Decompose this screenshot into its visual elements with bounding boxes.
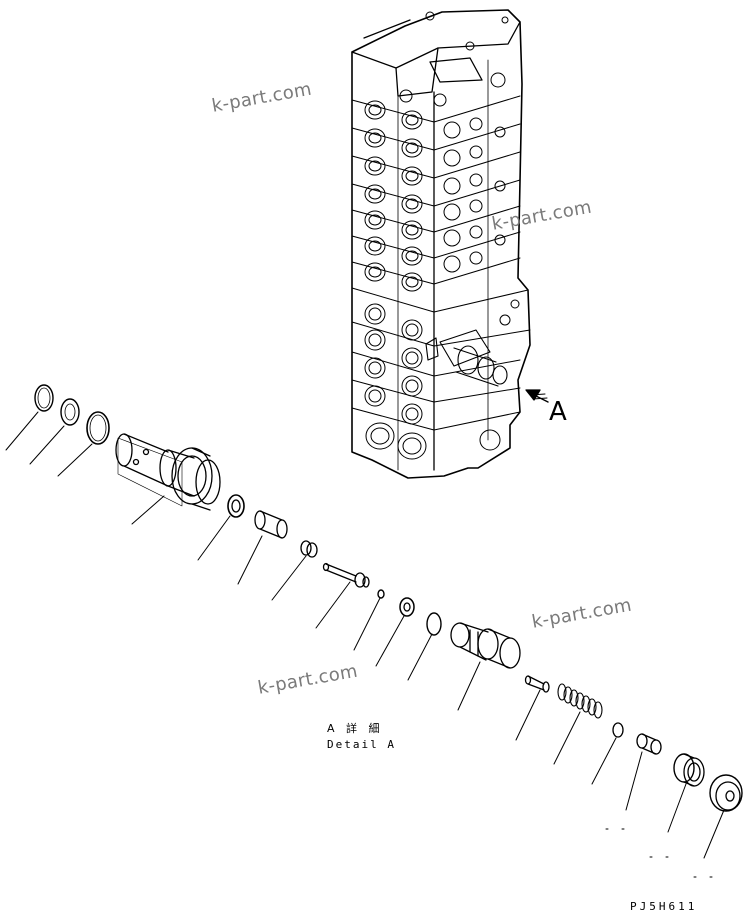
part-valve-sleeve <box>115 433 221 511</box>
part-piston <box>524 675 550 693</box>
part-adjusting-screw <box>636 733 662 755</box>
drawing-number: PJ5H611 <box>630 900 698 913</box>
leader-lines <box>5 411 725 859</box>
part-spring <box>557 683 603 719</box>
center-face-ports <box>397 110 427 460</box>
view-arrow-label: A <box>549 397 567 427</box>
part-poppet-pin <box>322 562 370 588</box>
part-o-ring-small <box>34 384 54 412</box>
part-ball <box>612 722 624 738</box>
spool-assembly-installed <box>425 329 508 387</box>
part-backup-ring <box>60 398 80 426</box>
part-washer-small <box>300 540 318 558</box>
part-cap-nut <box>709 774 743 812</box>
detail-caption-japanese: A 詳 細 <box>327 722 384 735</box>
view-arrow <box>525 389 549 403</box>
part-o-ring-mid <box>426 612 442 636</box>
bottom-marks <box>605 828 713 878</box>
part-washer <box>399 597 415 617</box>
left-face-ports <box>364 100 395 450</box>
detail-caption-english: Detail A <box>327 738 396 751</box>
valve-stack-body <box>351 9 531 479</box>
right-face-ports <box>399 11 520 451</box>
part-seat-small <box>377 589 385 599</box>
part-o-ring-large <box>86 411 110 445</box>
part-housing-plug <box>450 622 521 669</box>
part-small-sleeve <box>254 510 288 539</box>
part-lock-nut <box>673 753 705 787</box>
part-seal-ring <box>227 494 245 518</box>
